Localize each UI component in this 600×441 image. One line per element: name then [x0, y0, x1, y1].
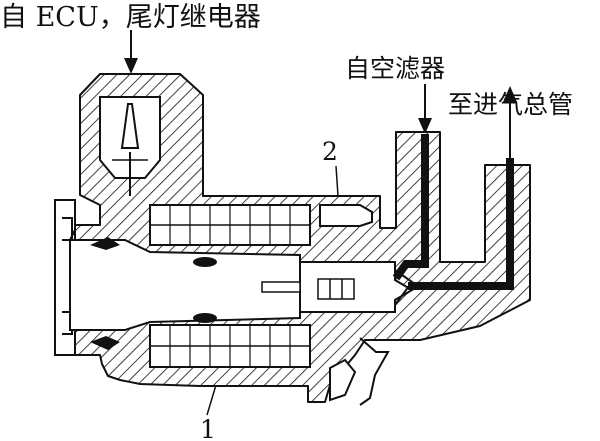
top-fitting	[319, 204, 373, 227]
central-bore	[69, 239, 301, 331]
callout-1: 1	[200, 415, 216, 441]
arrow-intake-manifold-up	[503, 86, 517, 158]
coil-winding-lower	[149, 324, 311, 368]
arrow-air-filter-down	[418, 84, 432, 134]
mounting-bracket	[359, 337, 390, 406]
callout-2: 2	[322, 137, 338, 166]
label-from-air-filter: 自空滤器	[345, 54, 445, 83]
bracket-tab	[329, 358, 357, 402]
arrow-ecu-down	[124, 30, 138, 74]
air-channel-from-filter	[392, 134, 429, 281]
connector-pin	[120, 103, 140, 149]
valve-seat	[394, 269, 414, 306]
label-from-ecu: 自 ECU，尾灯继电器	[0, 2, 261, 33]
coil-winding-upper	[149, 204, 311, 246]
valve-element-2	[317, 278, 355, 300]
seal-lower	[90, 336, 120, 350]
seal-ring-top	[193, 257, 217, 267]
air-channel-to-manifold	[408, 158, 514, 290]
plunger-stem	[261, 281, 301, 293]
flange-notch-top	[62, 217, 73, 241]
seal-ring-bottom	[193, 313, 217, 323]
seal-upper	[90, 237, 120, 250]
